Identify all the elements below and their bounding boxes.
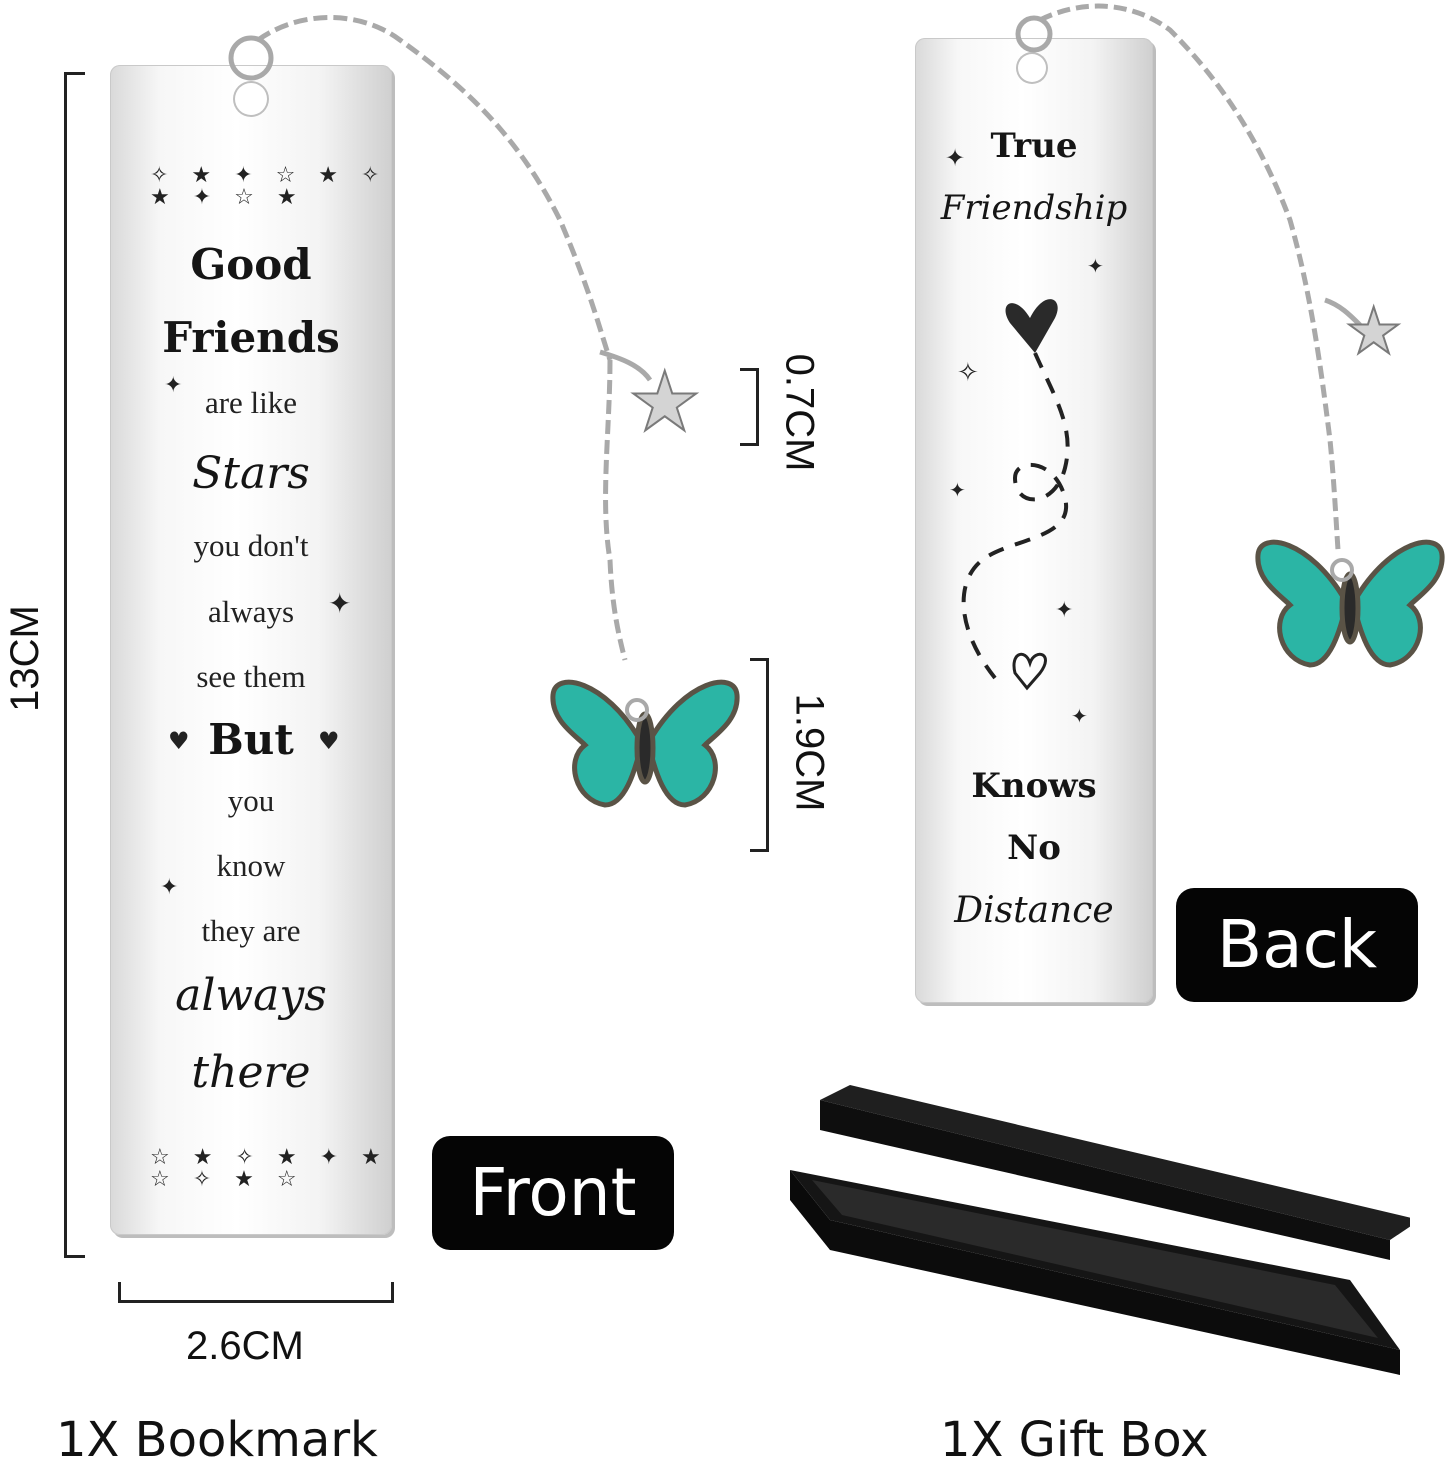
star-row-top-icon: ✧ ★ ✦ ☆ ★ ✧ ★ ✦ ☆ ★ <box>150 163 388 210</box>
back-line-true: True <box>990 126 1078 166</box>
front-chain <box>228 15 653 661</box>
back-line-knows: Knows <box>971 766 1097 806</box>
sparkle-icon: ✦ <box>1071 704 1088 728</box>
front-line-are-like: are like <box>204 385 298 420</box>
heart-icon: ♥ <box>168 727 190 755</box>
front-line-you-dont: you don't <box>193 528 309 563</box>
star-dimension-label: 0.7CM <box>777 353 822 472</box>
back-bookmark-hole <box>1016 52 1048 84</box>
back-chain <box>1015 3 1362 551</box>
front-line-stars: Stars <box>192 448 310 499</box>
butterfly-dimension-label: 1.9CM <box>787 693 832 812</box>
front-line-always-script: always <box>175 970 327 1021</box>
back-line-distance: Distance <box>954 890 1114 931</box>
butterfly-charm-icon <box>550 679 740 808</box>
front-line-know: know <box>216 848 286 883</box>
front-line-friends: Friends <box>162 313 340 362</box>
sparkle-icon: ✦ <box>1087 254 1104 278</box>
front-line-see-them: see them <box>196 659 306 694</box>
front-line-good: Good <box>190 240 312 289</box>
sparkle-icon: ✦ <box>945 144 966 172</box>
back-label: Back <box>1176 888 1418 1002</box>
front-line-always: always <box>207 594 295 629</box>
back-bookmark: ✦ True Friendship ✦ ✧ ✦ ✦ ✦ Knows No Dis… <box>915 38 1153 1003</box>
sparkle-icon: ✦ <box>1055 598 1074 623</box>
sparkle-icon: ✦ <box>164 373 183 398</box>
sparkle-icon: ✦ <box>949 478 966 502</box>
sparkle-icon: ✦ <box>160 875 179 900</box>
bookmark-caption: 1X Bookmark <box>56 1412 378 1468</box>
back-butterfly-charm-icon <box>1255 539 1445 668</box>
height-dimension-bracket <box>64 72 85 1258</box>
star-charm-icon: ★ <box>627 355 703 450</box>
star-row-bottom-icon: ☆ ★ ✧ ★ ✦ ★ ☆ ✧ ★ ☆ <box>150 1145 389 1192</box>
heart-path-doodle <box>961 299 1070 691</box>
width-dimension-bracket <box>118 1282 394 1303</box>
sparkle-icon: ✦ <box>328 587 352 620</box>
front-line-there: there <box>191 1047 311 1098</box>
back-star-charm-icon: ★ <box>1344 295 1403 369</box>
heart-icon: ♥ <box>318 727 340 755</box>
back-line-no: No <box>1007 828 1061 868</box>
butterfly-dimension-bracket <box>750 658 769 852</box>
giftbox-caption: 1X Gift Box <box>940 1412 1209 1468</box>
sparkle-outline-icon: ✧ <box>957 358 979 388</box>
front-line-but: But <box>208 715 294 764</box>
star-dimension-bracket <box>740 368 759 446</box>
front-bookmark-hole <box>233 81 269 117</box>
back-line-friendship: Friendship <box>940 188 1128 228</box>
front-label: Front <box>432 1136 674 1250</box>
front-bookmark: ✧ ★ ✦ ☆ ★ ✧ ★ ✦ ☆ ★ Good Friends ✦ are l… <box>110 65 392 1235</box>
front-line-you: you <box>227 783 275 818</box>
width-dimension-label: 2.6CM <box>186 1324 304 1368</box>
front-line-they-are: they are <box>201 913 301 948</box>
gift-box <box>790 1085 1410 1375</box>
height-dimension-label: 13CM <box>2 605 47 712</box>
